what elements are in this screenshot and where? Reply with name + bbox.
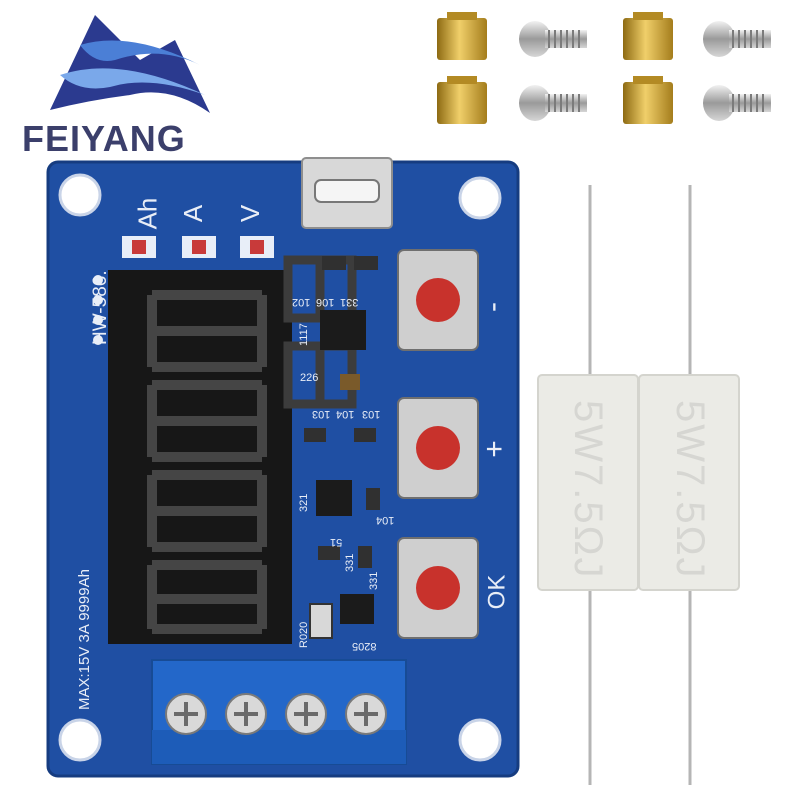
component-label: 104: [376, 514, 395, 526]
resistor-marking: 5W7.5ΩJ: [668, 400, 712, 580]
button-label-plus: +: [477, 440, 511, 458]
component-label: 102: [292, 296, 311, 308]
component-label: 8205: [352, 640, 377, 652]
standoff-icon: [623, 76, 673, 124]
resistor-marking: 5W7.5ΩJ: [566, 400, 610, 580]
button-label-minus: -: [476, 302, 509, 312]
hardware-kit-icon: [437, 12, 771, 124]
pcb-board: [46, 157, 520, 778]
standoff-icon: [437, 12, 487, 60]
component-label: 226: [300, 372, 319, 384]
board-model-label: HW-586.: [90, 270, 111, 345]
component-label: 51: [330, 536, 343, 548]
feiyang-logo-icon: [50, 15, 210, 113]
cement-resistors-icon: [537, 185, 740, 785]
standoff-icon: [437, 76, 487, 124]
indicator-label-ah: Ah: [132, 197, 163, 230]
component-label: 331: [368, 571, 380, 590]
component-label: 331: [344, 553, 356, 572]
indicator-label-a: A: [178, 204, 209, 223]
screw-icon: [519, 85, 587, 121]
component-label: 1117: [298, 323, 310, 346]
board-ratings-label: MAX:15V 3A 9999Ah: [76, 569, 93, 710]
component-label: 103: [362, 408, 381, 420]
screw-icon: [703, 21, 771, 57]
screw-icon: [519, 21, 587, 57]
component-label: 106: [316, 296, 335, 308]
component-label: 104: [336, 408, 355, 420]
screw-icon: [703, 85, 771, 121]
standoff-icon: [623, 12, 673, 60]
component-label: R020: [298, 621, 310, 648]
component-label: 331: [340, 296, 359, 308]
component-label: 103: [312, 408, 331, 420]
button-label-ok: OK: [483, 574, 511, 610]
indicator-label-v: V: [235, 204, 266, 223]
brand-name: FEIYANG: [22, 118, 186, 159]
component-label: 321: [298, 493, 310, 512]
